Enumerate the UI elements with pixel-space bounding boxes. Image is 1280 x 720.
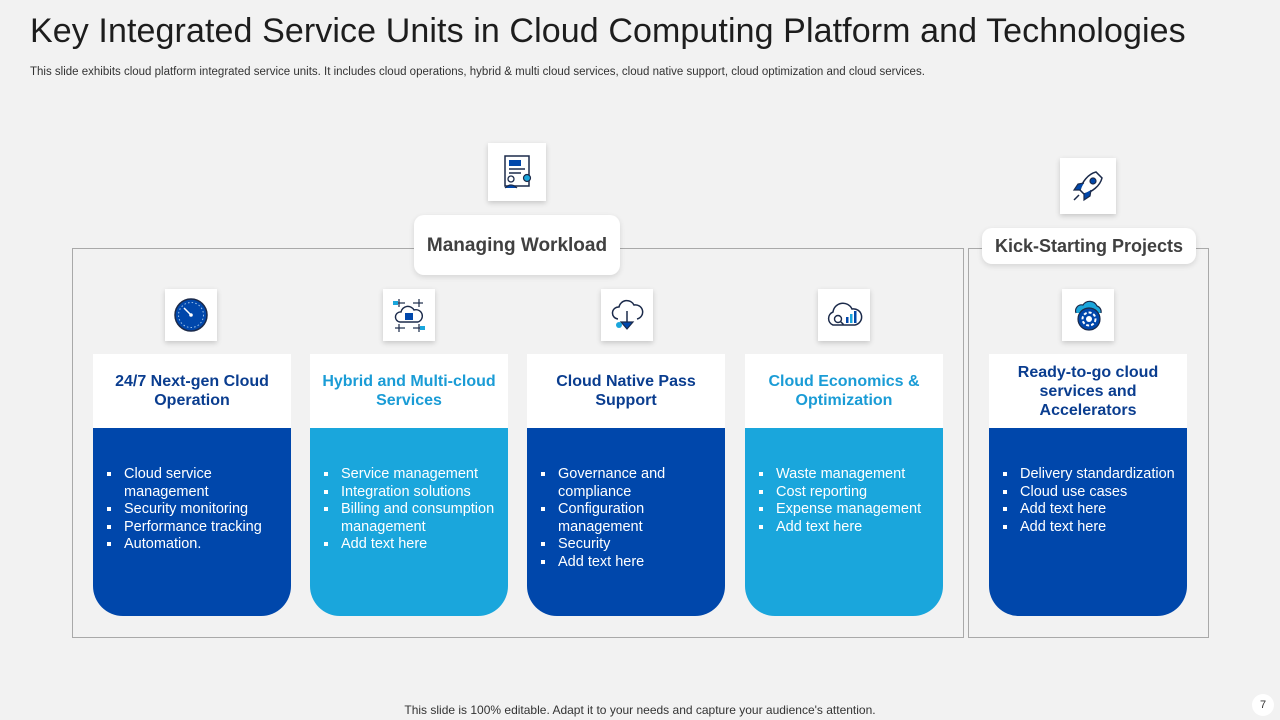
- card-title: 24/7 Next-gen Cloud Operation: [93, 354, 291, 428]
- group-label-managing-workload: Managing Workload: [414, 215, 620, 275]
- card-title: Cloud Economics & Optimization: [745, 354, 943, 428]
- list-item: Add text here: [759, 519, 931, 537]
- list-item: Cloud use cases: [1003, 484, 1175, 502]
- card-cloud-operation: 24/7 Next-gen Cloud Operation Cloud serv…: [93, 354, 291, 616]
- list-item: Automation.: [107, 536, 279, 554]
- slide-title: Key Integrated Service Units in Cloud Co…: [30, 12, 1186, 50]
- card-list: Governance and compliance Configuration …: [541, 466, 713, 572]
- list-item: Service management: [324, 466, 496, 484]
- card-body: Governance and compliance Configuration …: [527, 428, 725, 616]
- clock-icon: [165, 289, 217, 341]
- card-hybrid-multi-cloud: Hybrid and Multi-cloud Services Service …: [310, 354, 508, 616]
- card-title: Cloud Native Pass Support: [527, 354, 725, 428]
- list-item: Cloud service management: [107, 466, 279, 501]
- list-item: Performance tracking: [107, 519, 279, 537]
- cloud-gear-icon: [1062, 289, 1114, 341]
- card-title: Ready-to-go cloud services and Accelerat…: [989, 354, 1187, 428]
- card-body: Service management Integration solutions…: [310, 428, 508, 616]
- list-item: Add text here: [1003, 501, 1175, 519]
- slide-subtitle: This slide exhibits cloud platform integ…: [30, 66, 925, 78]
- resume-document-icon: [488, 143, 546, 201]
- card-list: Delivery standardization Cloud use cases…: [1003, 466, 1175, 536]
- list-item: Waste management: [759, 466, 931, 484]
- list-item: Cost reporting: [759, 484, 931, 502]
- cloud-analytics-icon: [818, 289, 870, 341]
- rocket-icon: [1060, 158, 1116, 214]
- card-body: Cloud service management Security monito…: [93, 428, 291, 616]
- list-item: Governance and compliance: [541, 466, 713, 501]
- list-item: Expense management: [759, 501, 931, 519]
- list-item: Add text here: [1003, 519, 1175, 537]
- card-list: Service management Integration solutions…: [324, 466, 496, 554]
- list-item: Add text here: [324, 536, 496, 554]
- card-list: Waste management Cost reporting Expense …: [759, 466, 931, 536]
- card-list: Cloud service management Security monito…: [107, 466, 279, 554]
- list-item: Security: [541, 536, 713, 554]
- cloud-chip-icon: [383, 289, 435, 341]
- card-title: Hybrid and Multi-cloud Services: [310, 354, 508, 428]
- card-ready-to-go: Ready-to-go cloud services and Accelerat…: [989, 354, 1187, 616]
- footer-note: This slide is 100% editable. Adapt it to…: [404, 703, 876, 717]
- card-cloud-native: Cloud Native Pass Support Governance and…: [527, 354, 725, 616]
- page-number: 7: [1252, 694, 1274, 716]
- list-item: Add text here: [541, 554, 713, 572]
- card-cloud-economics: Cloud Economics & Optimization Waste man…: [745, 354, 943, 616]
- list-item: Integration solutions: [324, 484, 496, 502]
- card-body: Waste management Cost reporting Expense …: [745, 428, 943, 616]
- group-label-kick-starting-projects: Kick-Starting Projects: [982, 228, 1196, 264]
- list-item: Billing and consumption management: [324, 501, 495, 535]
- card-body: Delivery standardization Cloud use cases…: [989, 428, 1187, 616]
- list-item: Configuration management: [541, 501, 713, 536]
- cloud-download-icon: [601, 289, 653, 341]
- list-item: Security monitoring: [107, 501, 279, 519]
- list-item: Delivery standardization: [1003, 466, 1175, 482]
